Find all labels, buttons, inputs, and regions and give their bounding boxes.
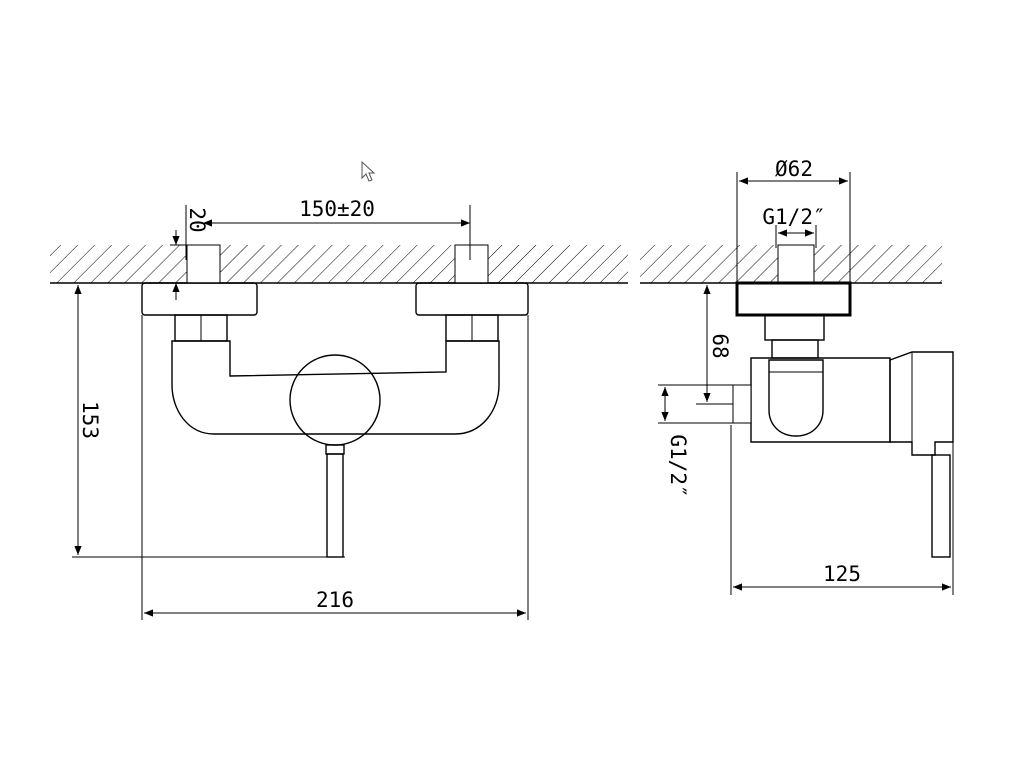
escutcheon-right: [415, 282, 529, 316]
thread-inlet-side: [777, 244, 815, 284]
dim-depth: 20: [185, 207, 209, 232]
handle-lever: [326, 453, 344, 558]
pipe-elbow-side: [768, 359, 824, 437]
wall-hatch-front: [50, 245, 628, 284]
cursor-icon: [361, 160, 376, 182]
thread-inlet-right: [454, 244, 489, 284]
dim-thread-top: G1/2″: [762, 205, 825, 229]
escutcheon-left: [141, 282, 258, 316]
side-view: Ø62 G1/2″ 68 G1/2″ 125: [640, 157, 954, 595]
dim-width: 216: [316, 588, 354, 612]
dim-length: 125: [823, 562, 861, 586]
connector-neck: [771, 339, 819, 359]
handle-cartridge-side: [889, 351, 954, 456]
thread-inlet-left: [186, 244, 221, 284]
handle-lever-side: [931, 454, 951, 558]
front-view: 150±20 20 153 216: [50, 197, 628, 620]
nut-right: [445, 314, 499, 342]
nut-side: [764, 314, 825, 341]
nut-left: [174, 314, 228, 342]
dim-height: 153: [78, 401, 102, 439]
mixer-body: [171, 340, 500, 435]
dim-offset: 68: [708, 333, 732, 358]
dim-diameter: Ø62: [775, 157, 813, 181]
dim-center-distance: 150±20: [299, 197, 375, 221]
escutcheon-side: [735, 281, 852, 317]
body-side: [750, 357, 891, 443]
thread-outlet-side: [732, 384, 752, 424]
handle-collar: [325, 444, 345, 455]
dim-thread-side: G1/2″: [666, 434, 690, 497]
handle-hub: [289, 354, 381, 446]
